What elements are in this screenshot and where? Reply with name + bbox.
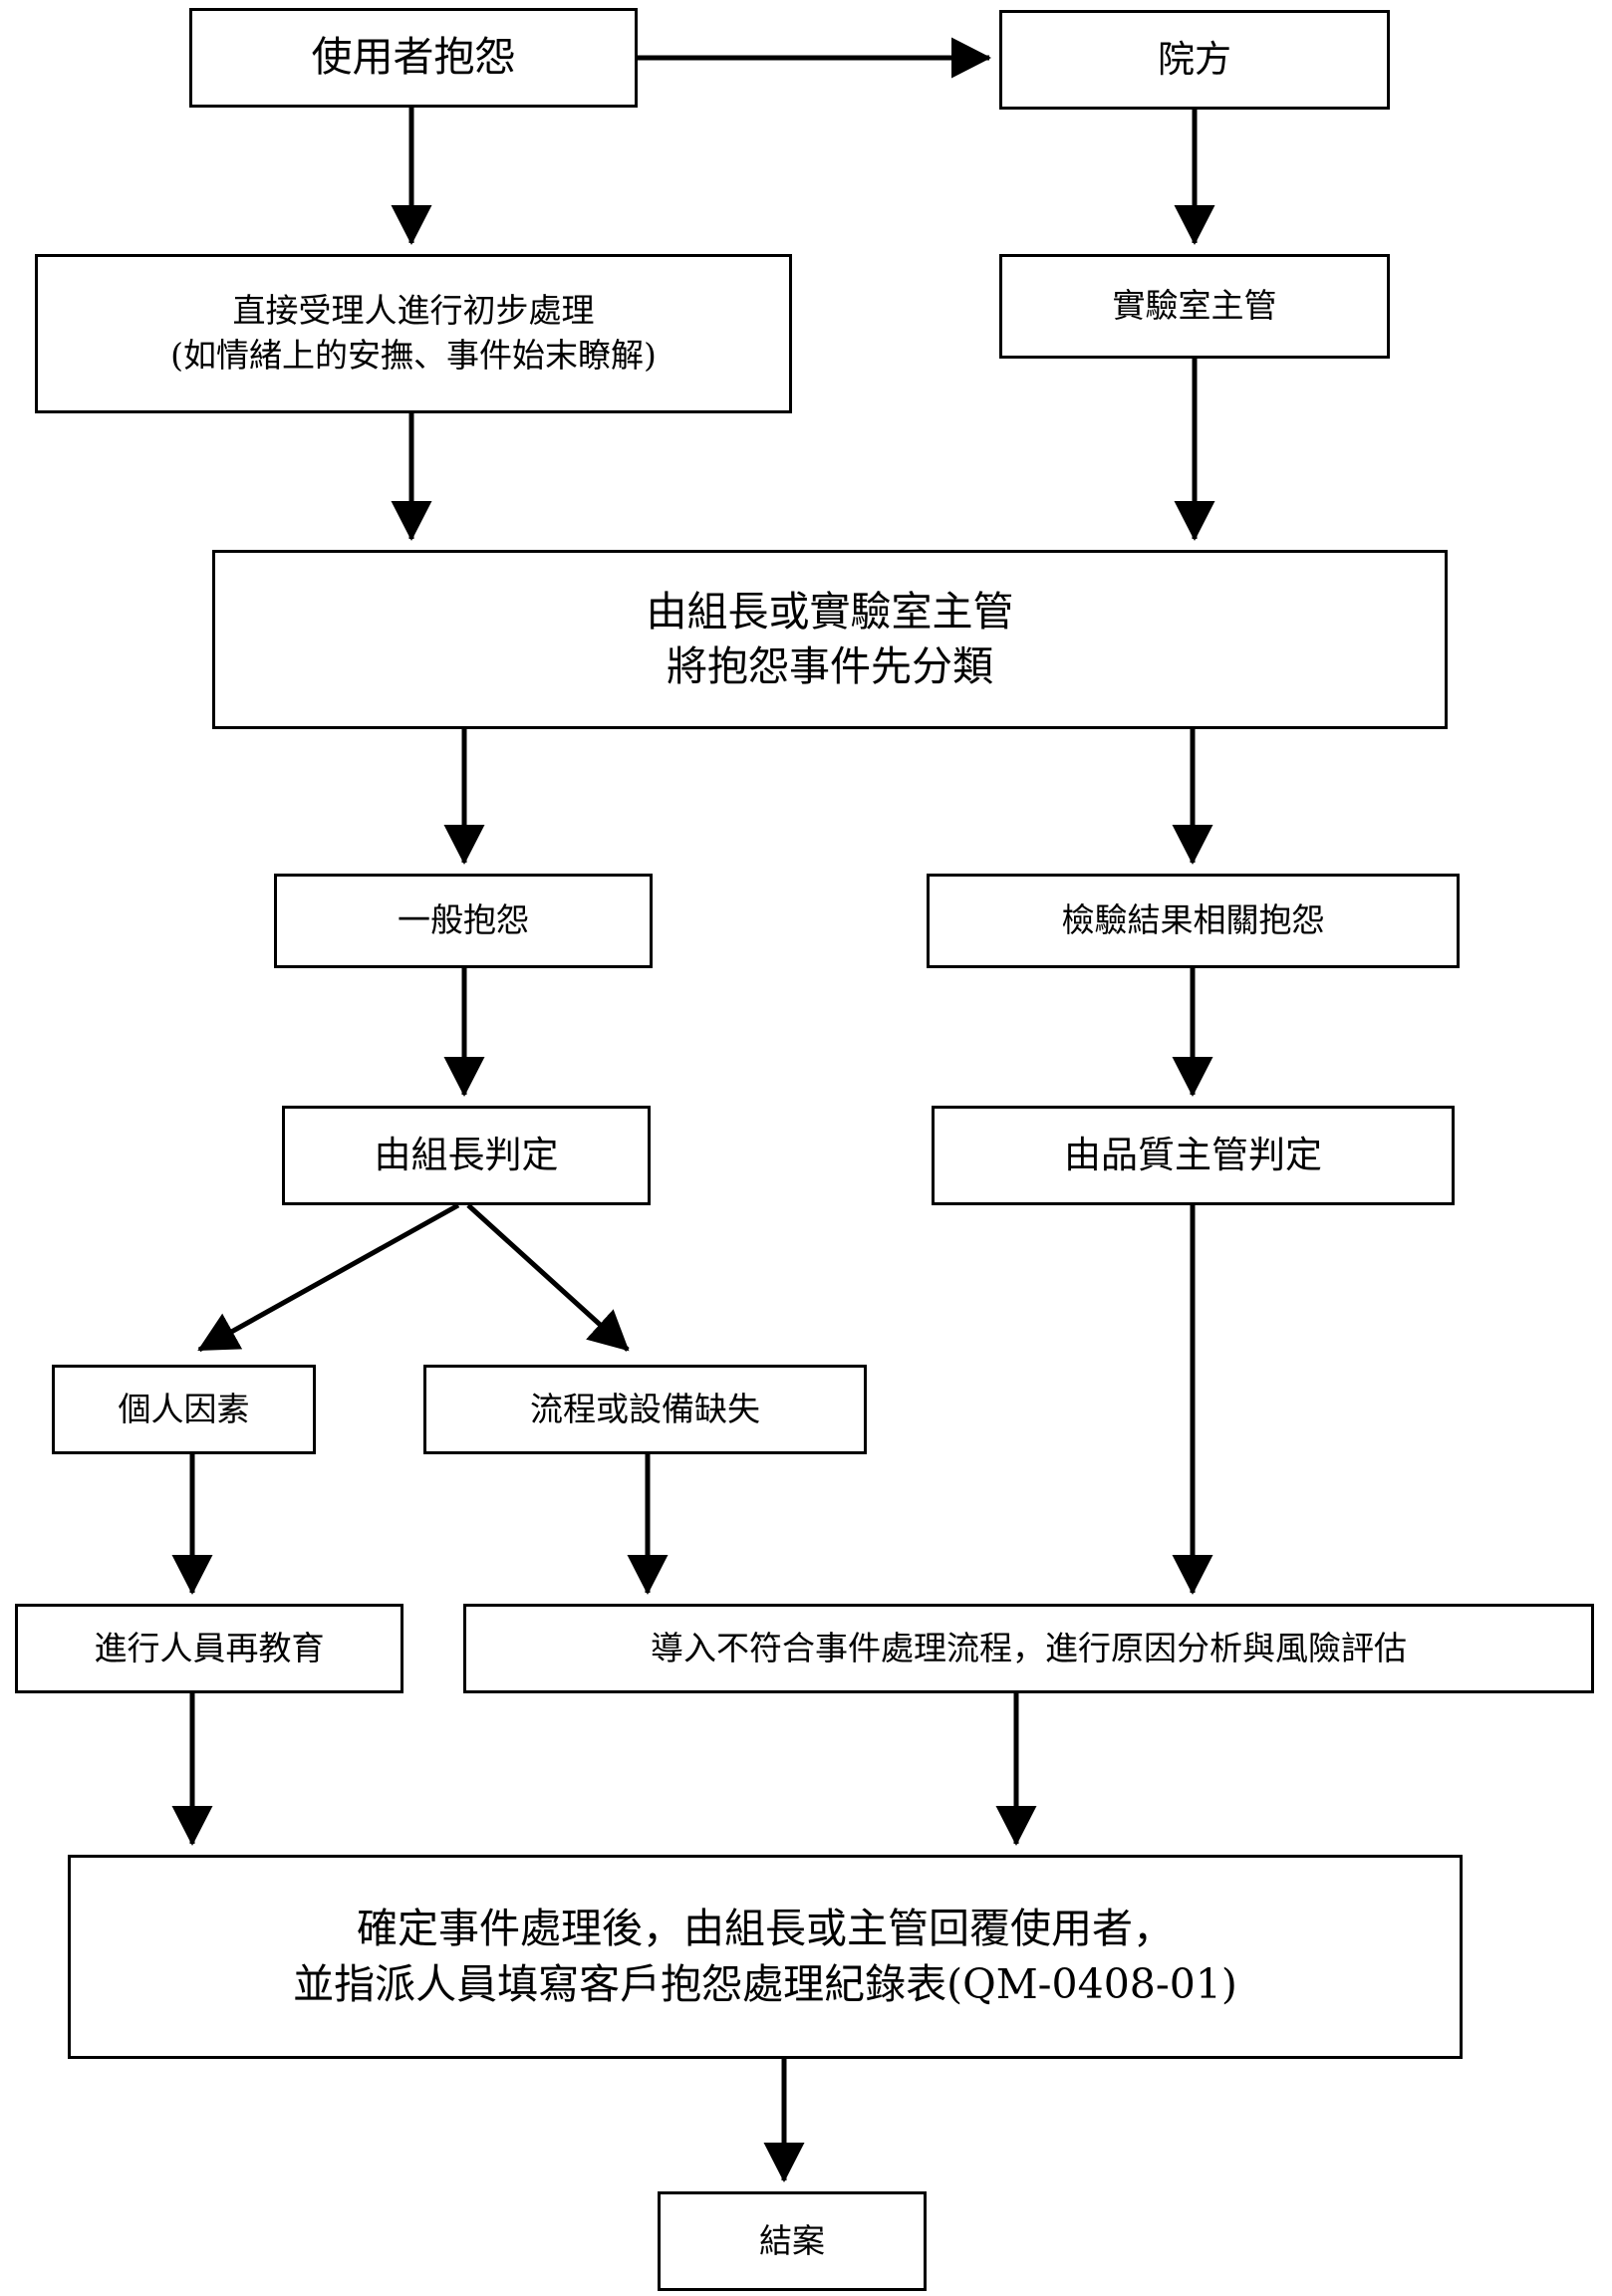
node-leader-decides[interactable]: 由組長判定: [282, 1106, 651, 1205]
node-first-handler-label: 直接受理人進行初步處理 (如情緒上的安撫、事件始末瞭解): [170, 291, 657, 375]
node-lab-supervisor-label: 實驗室主管: [1112, 286, 1277, 326]
node-retraining[interactable]: 進行人員再教育: [15, 1604, 403, 1693]
node-reply-and-record-label: 確定事件處理後，由組長或主管回覆使用者， 並指派人員填寫客戶抱怨處理紀錄表(QM…: [293, 1905, 1237, 2008]
node-first-handler[interactable]: 直接受理人進行初步處理 (如情緒上的安撫、事件始末瞭解): [35, 254, 792, 413]
node-classify-label: 由組長或實驗室主管 將抱怨事件先分類: [646, 587, 1014, 690]
node-personal-factor[interactable]: 個人因素: [52, 1365, 316, 1454]
edge-leader-decides-to-personal-factor: [197, 1202, 460, 1353]
node-case-closed-label: 結案: [759, 2220, 825, 2260]
node-nonconformance[interactable]: 導入不符合事件處理流程，進行原因分析與風險評估: [463, 1604, 1594, 1693]
node-quality-decides-label: 由品質主管判定: [1064, 1134, 1322, 1177]
node-test-result-complaint-label: 檢驗結果相關抱怨: [1061, 900, 1325, 940]
node-process-defect-label: 流程或設備缺失: [530, 1389, 760, 1428]
node-user-complaint[interactable]: 使用者抱怨: [189, 8, 638, 108]
node-general-complaint-label: 一般抱怨: [398, 900, 529, 940]
node-hospital-label: 院方: [1158, 38, 1231, 82]
node-general-complaint[interactable]: 一般抱怨: [274, 874, 653, 968]
node-hospital[interactable]: 院方: [999, 10, 1390, 110]
node-reply-and-record[interactable]: 確定事件處理後，由組長或主管回覆使用者， 並指派人員填寫客戶抱怨處理紀錄表(QM…: [68, 1855, 1463, 2059]
node-user-complaint-label: 使用者抱怨: [311, 33, 516, 82]
node-retraining-label: 進行人員再教育: [94, 1628, 325, 1667]
node-process-defect[interactable]: 流程或設備缺失: [423, 1365, 867, 1454]
edge-leader-decides-to-process-defect: [466, 1203, 630, 1352]
node-quality-decides[interactable]: 由品質主管判定: [932, 1106, 1455, 1205]
node-personal-factor-label: 個人因素: [118, 1389, 250, 1428]
node-leader-decides-label: 由組長判定: [374, 1134, 559, 1177]
node-case-closed[interactable]: 結案: [658, 2191, 927, 2291]
node-nonconformance-label: 導入不符合事件處理流程，進行原因分析與風險評估: [651, 1628, 1407, 1667]
node-lab-supervisor[interactable]: 實驗室主管: [999, 254, 1390, 359]
node-classify[interactable]: 由組長或實驗室主管 將抱怨事件先分類: [212, 550, 1448, 729]
node-test-result-complaint[interactable]: 檢驗結果相關抱怨: [927, 874, 1460, 968]
